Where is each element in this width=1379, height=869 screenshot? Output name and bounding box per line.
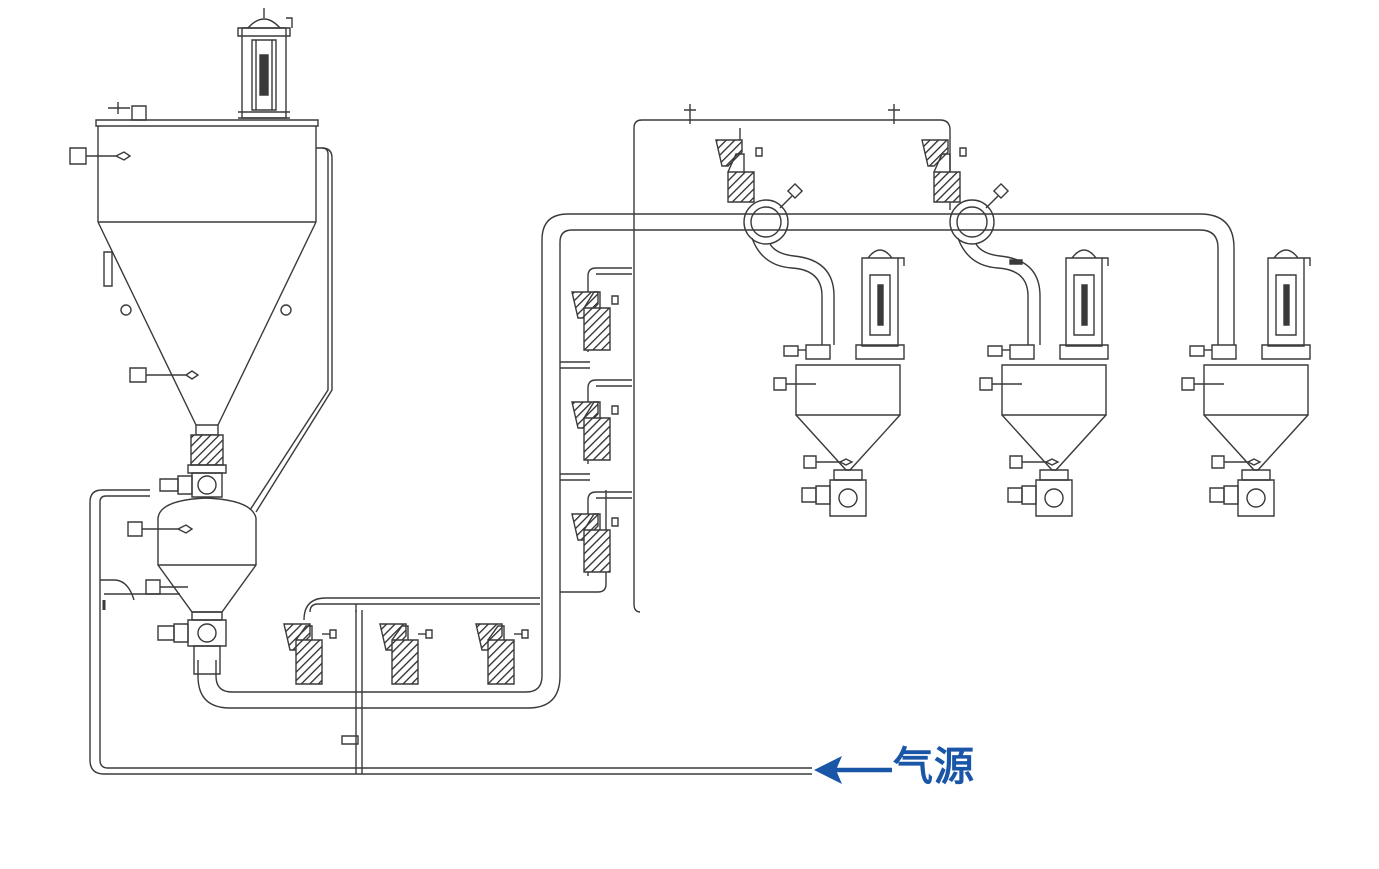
booster-valve bbox=[572, 514, 618, 572]
receiving-bin bbox=[774, 250, 904, 516]
bin-dust-collector bbox=[856, 250, 904, 359]
booster-valve bbox=[476, 624, 528, 684]
air-source-label: 气源 bbox=[893, 744, 975, 790]
pressure-feeder bbox=[100, 498, 256, 674]
booster-valve bbox=[716, 128, 762, 202]
bin-dust-collector bbox=[1060, 250, 1108, 359]
silo-dust-collector bbox=[238, 8, 292, 118]
booster-valve bbox=[380, 624, 432, 684]
booster-valve bbox=[922, 140, 966, 202]
booster-valve bbox=[572, 402, 618, 460]
bin-dust-collector bbox=[1262, 250, 1310, 359]
booster-valve bbox=[284, 624, 336, 684]
receiving-bin bbox=[980, 250, 1108, 516]
diverter-valve bbox=[744, 184, 834, 345]
arrow-left-icon bbox=[814, 756, 892, 784]
receiving-bin bbox=[1182, 250, 1310, 516]
booster-valve bbox=[572, 292, 618, 350]
diverter-valve bbox=[950, 184, 1040, 345]
main-silo bbox=[70, 8, 318, 497]
